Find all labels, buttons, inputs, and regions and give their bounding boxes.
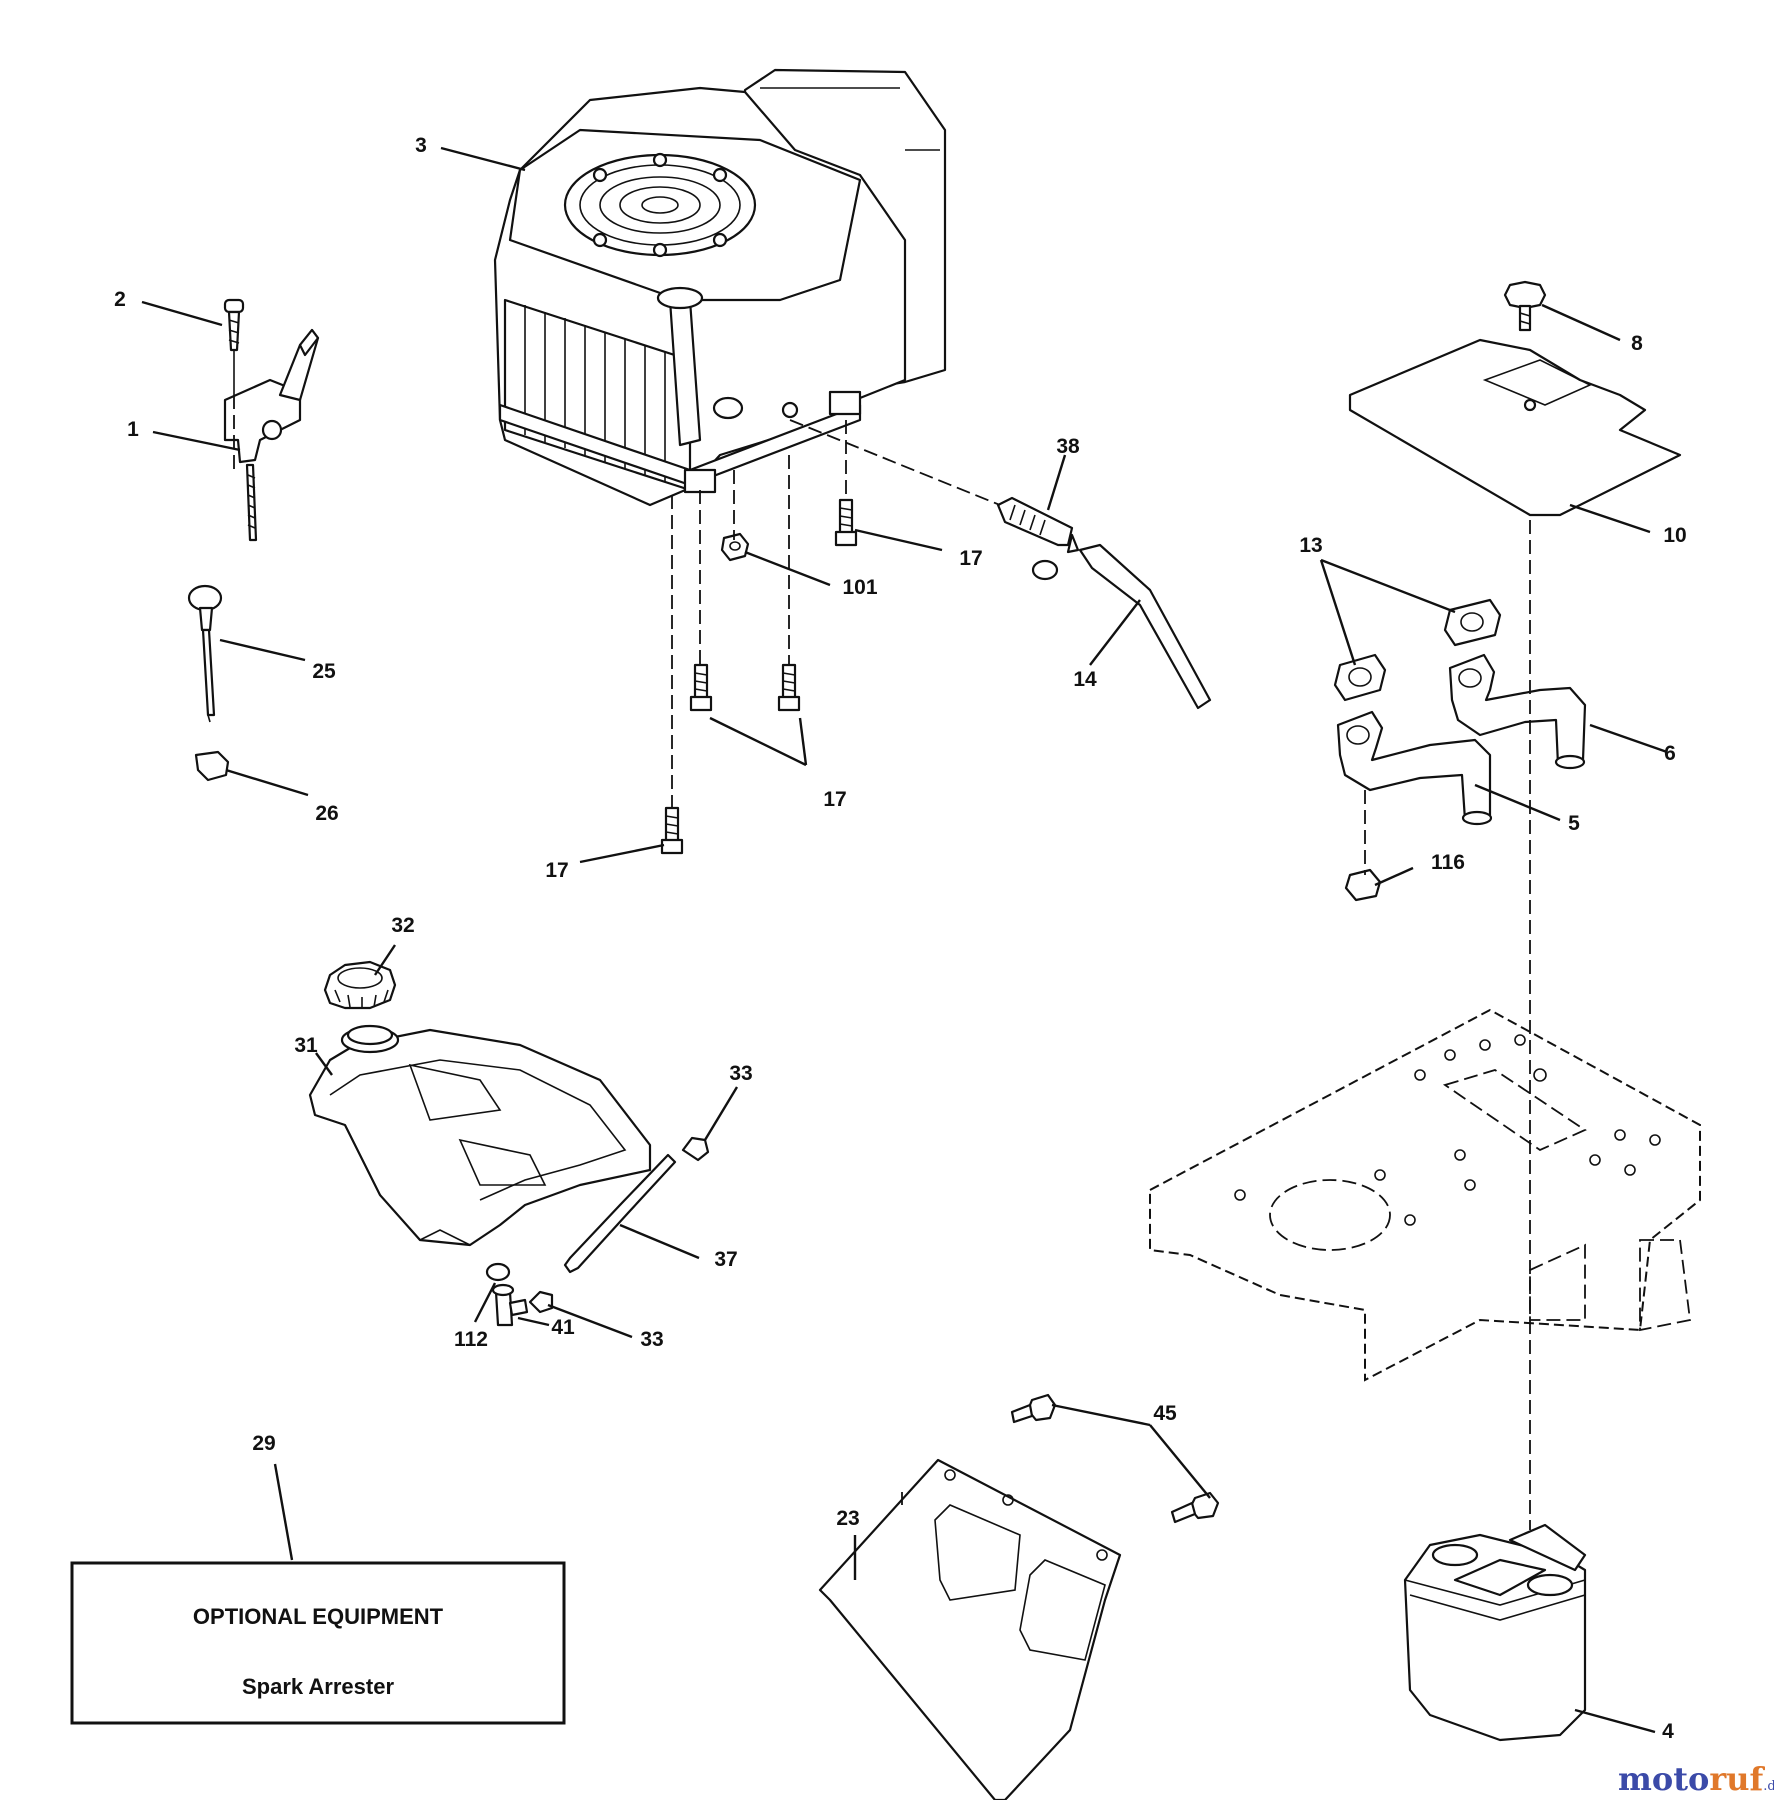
- callout-4: 4: [1662, 1720, 1674, 1743]
- heat-shield: [1348, 338, 1682, 517]
- callout-26: 26: [315, 802, 338, 825]
- callout-17c: 17: [545, 859, 568, 882]
- callout-10: 10: [1663, 524, 1686, 547]
- optional-equipment-box: OPTIONAL EQUIPMENT Spark Arrester: [70, 1561, 566, 1725]
- throttle-control: [223, 298, 320, 542]
- optional-equipment-title: OPTIONAL EQUIPMENT: [193, 1604, 444, 1629]
- callouts: 3 2 1 8 10 38 13 17 101 14 25 6 17 26 5 …: [114, 134, 1687, 1743]
- dipstick: [187, 584, 223, 723]
- nut-101: [720, 532, 750, 562]
- fuel-tank: [308, 1024, 652, 1247]
- callout-5: 5: [1568, 812, 1580, 835]
- nut-116: [1344, 868, 1382, 902]
- bolt-45-bottom: [1170, 1491, 1220, 1524]
- bolt-17-mid-a: [689, 663, 713, 712]
- callout-29: 29: [252, 1432, 275, 1455]
- callout-33a: 33: [729, 1062, 752, 1085]
- callout-37: 37: [714, 1248, 737, 1271]
- frame: [1149, 1008, 1701, 1382]
- spark-arrester-label: Spark Arrester: [242, 1674, 394, 1699]
- callout-1: 1: [127, 418, 139, 441]
- callout-101: 101: [842, 576, 877, 599]
- callout-14: 14: [1073, 668, 1097, 691]
- watermark: motoruf.de: [1618, 1760, 1774, 1798]
- callout-41: 41: [551, 1316, 575, 1339]
- muffler: [1403, 1523, 1587, 1742]
- callout-3: 3: [415, 134, 427, 157]
- watermark-suffix: .de: [1763, 1779, 1774, 1794]
- bolt-45-top: [1010, 1393, 1057, 1424]
- knob-8: [1503, 280, 1547, 332]
- leader-lines: [141, 146, 1668, 1734]
- callout-23: 23: [836, 1507, 859, 1530]
- callout-33b: 33: [640, 1328, 663, 1351]
- exhaust-pipe-5: [1336, 710, 1493, 826]
- clamp-33-bottom: [528, 1290, 554, 1314]
- callout-17b: 17: [823, 788, 846, 811]
- watermark-logo: motoruf.de: [1618, 1760, 1774, 1798]
- engine-bolts: [660, 498, 858, 855]
- callout-32: 32: [391, 914, 414, 937]
- bolt-17-mid-b: [777, 663, 801, 712]
- callout-2: 2: [114, 288, 126, 311]
- watermark-brand-a: moto: [1618, 1760, 1709, 1798]
- callout-8: 8: [1631, 332, 1643, 355]
- muffler-shield: [818, 1458, 1122, 1802]
- callout-31: 31: [294, 1034, 318, 1057]
- callout-6: 6: [1664, 742, 1676, 765]
- callout-13: 13: [1299, 534, 1322, 557]
- bolt-17-top: [834, 498, 858, 547]
- watermark-brand-b: ruf: [1709, 1760, 1765, 1798]
- callout-17a: 17: [959, 547, 982, 570]
- bolt-17-low: [660, 806, 684, 855]
- callout-25: 25: [312, 660, 336, 683]
- fuel-hose: [1078, 543, 1212, 710]
- clamp-33-top: [681, 1136, 710, 1162]
- fuel-line: [563, 1153, 677, 1274]
- callout-45: 45: [1153, 1402, 1177, 1425]
- drain-plug: [194, 750, 230, 782]
- assembly-lines: [233, 395, 1531, 1530]
- callout-112: 112: [454, 1328, 488, 1351]
- fuel-cap: [323, 960, 397, 1010]
- fuel-fitting: [996, 496, 1080, 581]
- engine: [493, 68, 947, 507]
- exhaust-pipe-6: [1448, 653, 1587, 770]
- callout-116: 116: [1431, 851, 1465, 874]
- callout-38: 38: [1056, 435, 1080, 458]
- fitting-112: [485, 1262, 511, 1282]
- fitting-41: [491, 1283, 529, 1327]
- exhaust-gaskets: [1333, 598, 1502, 702]
